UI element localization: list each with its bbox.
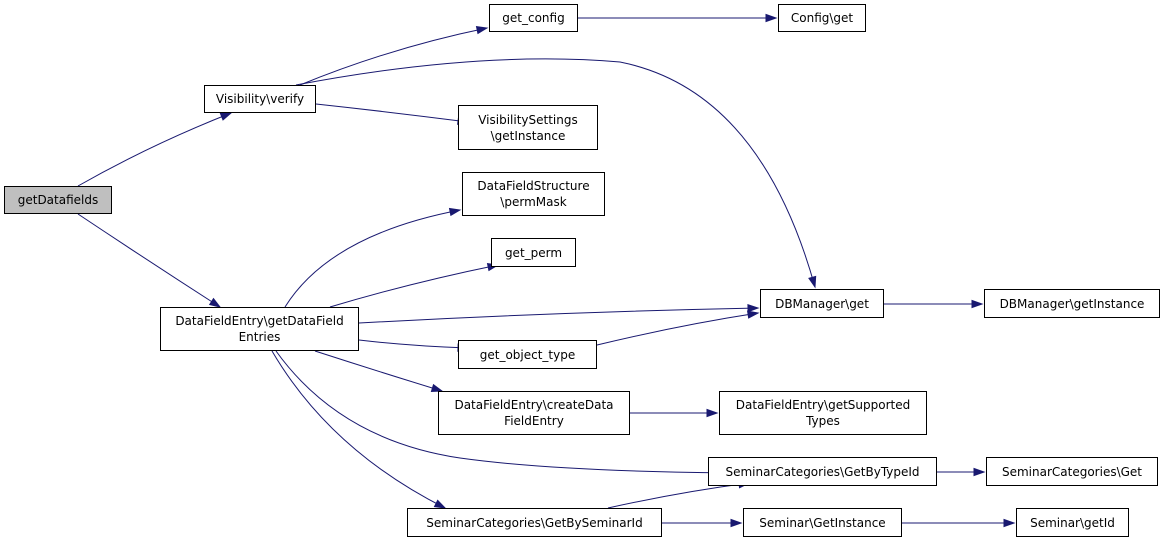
edge-n15-to-n13 [607, 482, 750, 509]
node-dbmanager-get[interactable]: DBManager\get [760, 289, 884, 318]
edge-arrowhead-n5-to-n11 [430, 383, 444, 392]
edge-n0-to-n1 [77, 112, 232, 187]
edge-arrowhead-n1-to-n8 [808, 275, 817, 289]
edge-arrowhead-n5-to-n6 [448, 207, 462, 217]
node-visibility-verify[interactable]: Visibility\verify [204, 85, 316, 113]
edge-arrowhead-n0-to-n5 [208, 297, 222, 308]
node-seminarcategories-getbyseminarid[interactable]: SeminarCategories\GetBySeminarId [407, 508, 662, 537]
edge-n1-to-n8 [295, 58, 816, 288]
edge-arrowhead-n0-to-n1 [219, 112, 233, 121]
edge-arrowhead-n10-to-n8 [746, 310, 760, 319]
edge-arrowhead-n5-to-n15 [433, 499, 447, 509]
edge-n5-to-n6 [284, 209, 461, 308]
edge-arrowhead-n11-to-n12 [706, 408, 719, 418]
edge-n5-to-n13 [275, 350, 751, 474]
edge-n5-to-n7 [329, 264, 499, 308]
node-visibilitysettings-getinstance[interactable]: VisibilitySettings \getInstance [458, 105, 598, 150]
edge-n5-to-n8 [358, 307, 759, 324]
node-datafieldentry-getsupportedtypes[interactable]: DataFieldEntry\getSupported Types [719, 391, 927, 435]
node-seminarcategories-get[interactable]: SeminarCategories\Get [986, 457, 1158, 486]
edge-n5-to-n10 [358, 339, 469, 349]
edge-n5-to-n11 [314, 350, 443, 392]
node-getdatafields[interactable]: getDatafields [4, 186, 112, 214]
node-get-perm[interactable]: get_perm [491, 238, 576, 267]
edge-n0-to-n5 [77, 213, 221, 308]
node-datafieldentry-getdatafieldentries[interactable]: DataFieldEntry\getDataField Entries [160, 307, 359, 351]
node-seminarcategories-getbytypeid[interactable]: SeminarCategories\GetByTypeId [708, 457, 937, 486]
node-config-get[interactable]: Config\get [778, 4, 866, 32]
edge-n10-to-n8 [596, 312, 759, 346]
edge-arrowhead-n5-to-n8 [747, 304, 760, 313]
edge-arrowhead-n16-to-n17 [1003, 518, 1016, 528]
edge-arrowhead-n2-to-n3 [765, 13, 778, 23]
edge-arrowhead-n8-to-n9 [971, 299, 984, 309]
node-get-object-type[interactable]: get_object_type [458, 340, 597, 369]
node-get-config[interactable]: get_config [489, 4, 578, 32]
edge-arrowhead-n15-to-n16 [730, 518, 743, 528]
edge-n1-to-n4 [315, 103, 469, 123]
node-dbmanager-getinstance[interactable]: DBManager\getInstance [984, 289, 1160, 318]
node-datafieldstructure-permmask[interactable]: DataFieldStructure \permMask [462, 172, 605, 216]
node-seminar-getid[interactable]: Seminar\getId [1016, 508, 1129, 537]
edge-n5-to-n15 [271, 350, 446, 509]
edge-arrowhead-n1-to-n2 [475, 26, 489, 35]
edge-arrowhead-n13-to-n14 [973, 467, 986, 477]
node-datafieldentry-createdatafieldentry[interactable]: DataFieldEntry\createData FieldEntry [438, 391, 630, 435]
node-seminar-getinstance[interactable]: Seminar\GetInstance [743, 508, 902, 537]
edge-n1-to-n2 [299, 27, 488, 86]
